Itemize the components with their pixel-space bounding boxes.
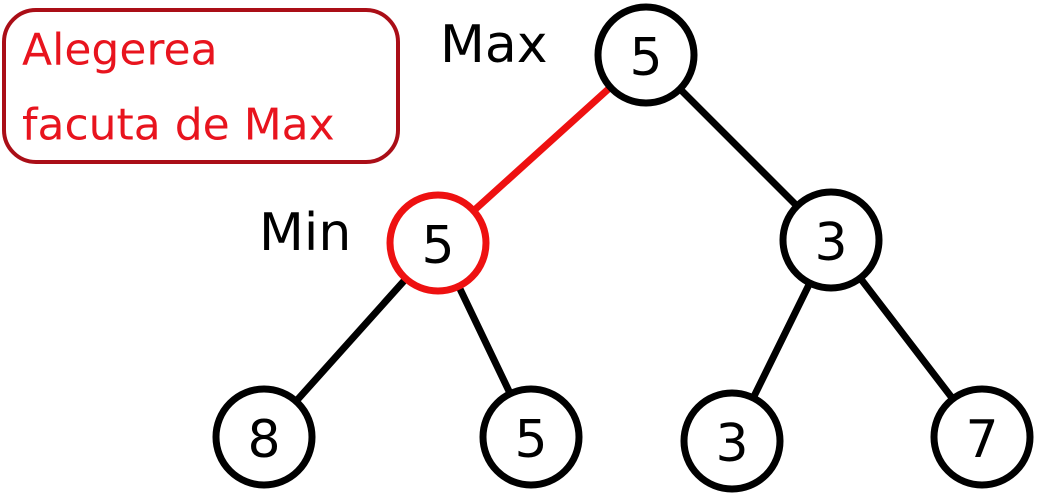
- legend: Alegerea facuta de Max: [2, 8, 400, 164]
- tree-node-leaf-1: 8: [212, 385, 316, 489]
- tree-node-circle: [930, 385, 1034, 489]
- legend-line-2: facuta de Max: [22, 100, 335, 151]
- tree-node-leaf-3: 3: [680, 389, 784, 493]
- tree-node-circle: [779, 188, 883, 292]
- tree-node-value: 3: [715, 414, 748, 474]
- tree-node-value: 7: [965, 410, 998, 470]
- tree-node-circle: [680, 389, 784, 493]
- tree-node-min-left: 5: [386, 191, 490, 295]
- max-level-label: Max: [440, 15, 548, 75]
- tree-node-min-right: 3: [779, 188, 883, 292]
- tree-nodes: 5 5 3 8 5 3 7: [212, 3, 1034, 493]
- tree-node-circle: [386, 191, 490, 295]
- min-level-label: Min: [259, 203, 351, 263]
- tree-node-value: 3: [814, 213, 847, 273]
- tree-node-leaf-2: 5: [479, 385, 583, 489]
- tree-node-circle: [479, 385, 583, 489]
- tree-node-leaf-4: 7: [930, 385, 1034, 489]
- legend-line-1: Alegerea: [22, 25, 218, 76]
- tree-node-value: 5: [514, 410, 547, 470]
- tree-node-circle: [594, 3, 698, 107]
- tree-node-root: 5: [594, 3, 698, 107]
- tree-node-value: 5: [421, 216, 454, 276]
- legend-box: [2, 8, 400, 164]
- tree-node-value: 5: [629, 28, 662, 88]
- tree-node-value: 8: [247, 410, 280, 470]
- tree-node-circle: [212, 385, 316, 489]
